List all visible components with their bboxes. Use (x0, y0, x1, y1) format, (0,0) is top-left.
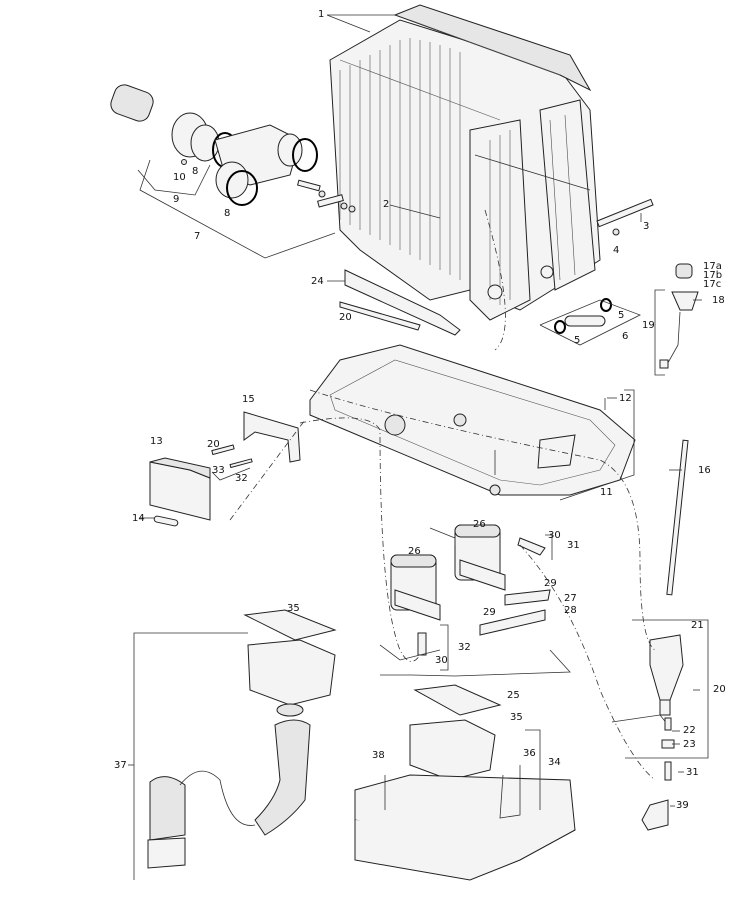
air-duct (133, 609, 576, 881)
label-26b: 26 (408, 546, 421, 557)
label-6: 6 (622, 331, 629, 342)
mounting-parts (539, 198, 654, 346)
label-20a: 20 (339, 312, 352, 323)
label-11: 11 (600, 487, 613, 498)
label-32a: 32 (235, 473, 248, 484)
label-13: 13 (150, 436, 163, 447)
label-15: 15 (242, 394, 255, 405)
label-19: 19 (642, 320, 655, 331)
label-31b: 31 (686, 767, 699, 778)
label-9: 9 (173, 194, 180, 205)
label-36: 36 (523, 748, 536, 759)
label-33: 33 (212, 465, 225, 476)
label-5b: 5 (574, 335, 581, 346)
ignition-lead (666, 439, 689, 596)
label-8a: 8 (192, 166, 199, 177)
label-32b: 32 (458, 642, 471, 653)
label-4: 4 (613, 245, 620, 256)
heat-exchanger (329, 4, 601, 321)
label-29b: 29 (483, 607, 496, 618)
label-28: 28 (564, 605, 577, 616)
label-31a: 31 (567, 540, 580, 551)
label-17c: 17c (703, 279, 722, 290)
label-8b: 8 (224, 208, 231, 219)
control-box (149, 411, 301, 527)
label-18: 18 (712, 295, 725, 306)
air-intake-assembly (110, 84, 356, 259)
label-17b: 17b (703, 270, 723, 281)
gas-valve (611, 619, 709, 831)
label-22: 22 (683, 725, 696, 736)
leader-lines (128, 14, 702, 807)
label-1: 1 (318, 9, 325, 20)
label-2: 2 (383, 199, 390, 210)
label-30a: 30 (548, 530, 561, 541)
label-20c: 20 (713, 684, 726, 695)
control-knob (654, 263, 699, 376)
label-34: 34 (548, 757, 561, 768)
label-16: 16 (698, 465, 711, 476)
burner-bracket (339, 269, 461, 336)
base-plate (309, 344, 636, 496)
label-38: 38 (372, 750, 385, 761)
label-35b: 35 (510, 712, 523, 723)
label-29a: 29 (544, 578, 557, 589)
label-7: 7 (194, 231, 201, 242)
label-37: 37 (114, 760, 127, 771)
connection-lines (229, 154, 656, 781)
label-10: 10 (173, 172, 186, 183)
label-24: 24 (311, 276, 324, 287)
label-21: 21 (691, 620, 704, 631)
label-25: 25 (507, 690, 520, 701)
label-14: 14 (132, 513, 145, 524)
label-23: 23 (683, 739, 696, 750)
label-12: 12 (619, 393, 632, 404)
burners (379, 524, 551, 661)
label-39: 39 (676, 800, 689, 811)
label-20b: 20 (207, 439, 220, 450)
label-27: 27 (564, 593, 577, 604)
label-35a: 35 (287, 603, 300, 614)
label-17a: 17a (703, 261, 722, 272)
label-3: 3 (643, 221, 650, 232)
label-5a: 5 (618, 310, 625, 321)
label-26a: 26 (473, 519, 486, 530)
label-30b: 30 (435, 655, 448, 666)
